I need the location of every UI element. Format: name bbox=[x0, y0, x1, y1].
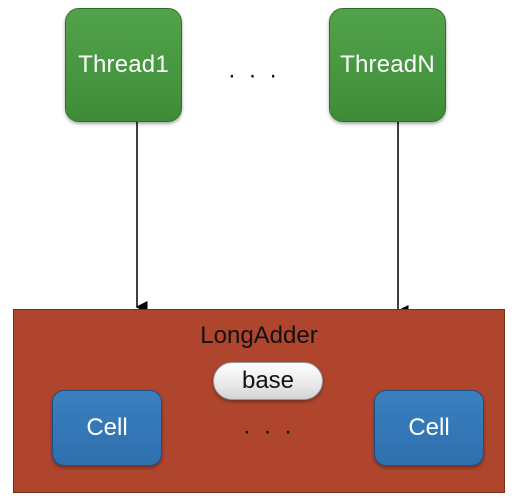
threads-ellipsis: · · · bbox=[227, 62, 281, 89]
cell-left-label: Cell bbox=[86, 414, 128, 441]
thread1-label: Thread1 bbox=[78, 51, 169, 78]
base-label: base bbox=[241, 367, 295, 394]
longadder-title: LongAdder bbox=[200, 322, 318, 349]
base-field: base bbox=[213, 362, 323, 400]
cell-right-label: Cell bbox=[408, 414, 450, 441]
longadder-container: LongAdder base Cell Cell bbox=[13, 309, 505, 493]
threadN-label: ThreadN bbox=[340, 51, 435, 78]
threadN-node: ThreadN bbox=[329, 8, 446, 122]
cell-right-node: Cell bbox=[374, 390, 484, 466]
cells-ellipsis: · · · bbox=[242, 418, 296, 445]
cell-left-node: Cell bbox=[52, 390, 162, 466]
thread1-node: Thread1 bbox=[65, 8, 182, 122]
